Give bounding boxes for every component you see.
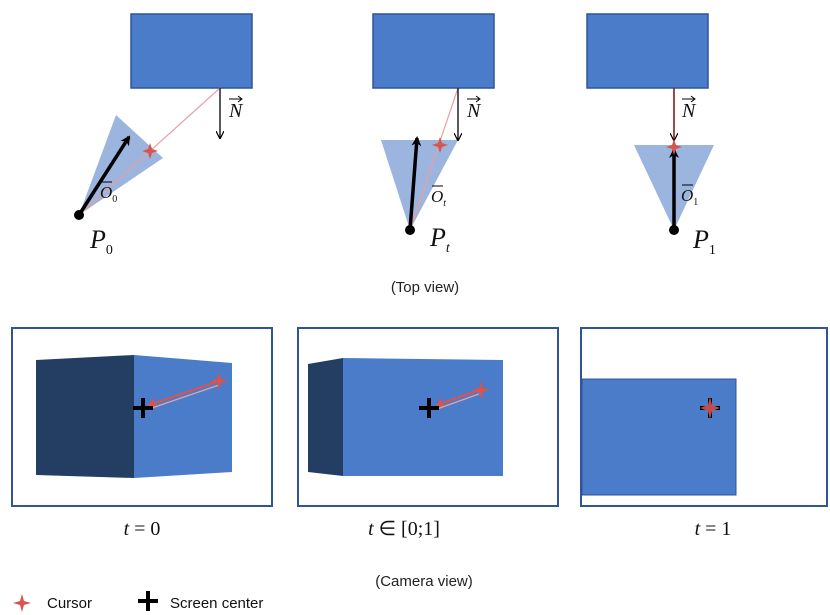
- normal-label: N: [228, 100, 244, 122]
- cursor-star-icon: [142, 143, 158, 159]
- camera-panel-1: t = 1: [580, 327, 828, 540]
- time-label: t = 1: [695, 518, 732, 540]
- box-side-face: [36, 355, 134, 478]
- cursor-legend-icon: [13, 594, 31, 612]
- target-box: [372, 13, 495, 89]
- cursor-star-icon: [472, 381, 490, 399]
- top-view-caption: (Top view): [391, 279, 459, 296]
- time-label: t ∈ [0;1]: [368, 518, 440, 540]
- cursor-path-arrow: [435, 389, 480, 408]
- screen-center-legend-icon: [138, 591, 158, 611]
- box-front-face: [581, 378, 737, 496]
- position-label: P0: [89, 225, 113, 258]
- normal-vector-bar-head: [475, 95, 481, 103]
- view-ray: [409, 87, 459, 231]
- screen-center-legend-label: Screen center: [170, 595, 263, 612]
- position-label: P1: [692, 225, 716, 258]
- normal-label: N: [681, 100, 697, 122]
- camera-panel-t: t ∈ [0;1]: [297, 327, 559, 540]
- cursor-star-icon: [432, 137, 448, 153]
- cursor-path-arrow: [147, 380, 220, 408]
- position-dot: [405, 225, 415, 235]
- orientation-label: O0: [100, 183, 117, 205]
- orientation-label: O1: [681, 186, 698, 208]
- position-label: Pt: [429, 223, 451, 256]
- box-front-face: [343, 358, 503, 476]
- orientation-arrow: [77, 135, 131, 216]
- camera-view-caption: (Camera view): [375, 573, 473, 590]
- box-front-face: [134, 355, 232, 478]
- time-label: t = 0: [124, 518, 161, 540]
- orientation-label: Ot: [431, 187, 446, 209]
- normal-vector-bar-head: [690, 95, 696, 103]
- top-panel-1: N O1 P1: [586, 13, 716, 258]
- view-cone: [79, 115, 163, 215]
- legend: Cursor Screen center: [13, 591, 263, 612]
- screen-center-icon: [133, 398, 153, 418]
- cursor-star-icon: [666, 139, 682, 155]
- top-panel-t: N Ot Pt: [372, 13, 495, 256]
- target-box: [130, 13, 253, 89]
- camera-panel-0: t = 0: [11, 327, 273, 540]
- cursor-star-icon: [700, 397, 720, 419]
- cursor-path-arrow-shadow: [148, 384, 220, 410]
- position-dot: [669, 225, 679, 235]
- normal-label: N: [466, 100, 482, 122]
- screen-center-icon: [419, 398, 439, 418]
- top-panel-0: N O0 P0: [74, 13, 253, 258]
- box-side-face: [308, 358, 343, 476]
- view-cone: [381, 140, 458, 230]
- cursor-star-icon: [210, 372, 228, 390]
- cursor-path-arrow-shadow: [436, 393, 480, 410]
- target-box: [586, 13, 709, 89]
- cursor-legend-label: Cursor: [47, 595, 92, 612]
- orientation-arrow: [408, 136, 422, 231]
- position-dot: [74, 210, 84, 220]
- normal-vector-bar-head: [237, 95, 243, 103]
